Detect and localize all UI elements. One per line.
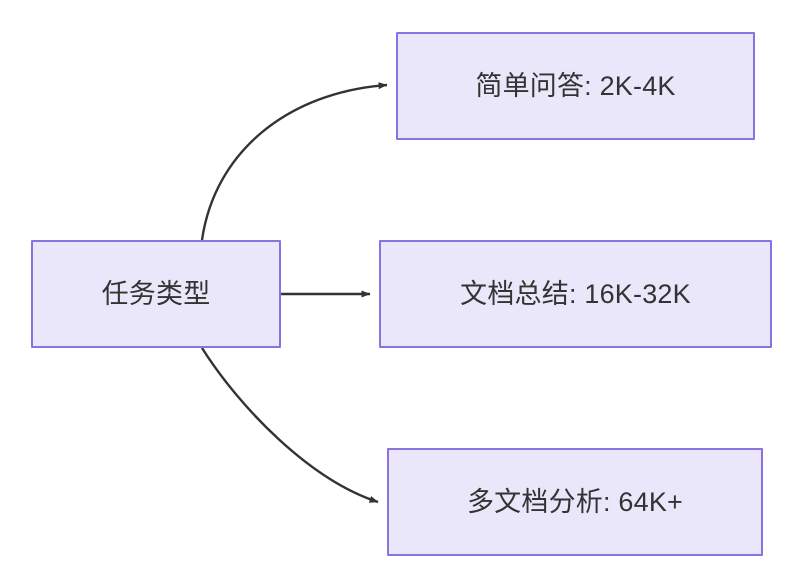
edge-task-to-simple-qa — [200, 82, 388, 241]
node-multi-doc[interactable]: 多文档分析: 64K+ — [387, 448, 763, 556]
node-task-type-label: 任务类型 — [101, 278, 211, 309]
node-task-type[interactable]: 任务类型 — [31, 240, 281, 348]
node-doc-summary[interactable]: 文档总结: 16K-32K — [379, 240, 772, 348]
edge-task-to-multi-doc — [200, 347, 379, 504]
node-multi-doc-label: 多文档分析: 64K+ — [466, 486, 683, 517]
node-doc-summary-label: 文档总结: 16K-32K — [460, 278, 691, 309]
node-simple-qa-label: 简单问答: 2K-4K — [475, 70, 676, 101]
node-simple-qa[interactable]: 简单问答: 2K-4K — [396, 32, 755, 140]
